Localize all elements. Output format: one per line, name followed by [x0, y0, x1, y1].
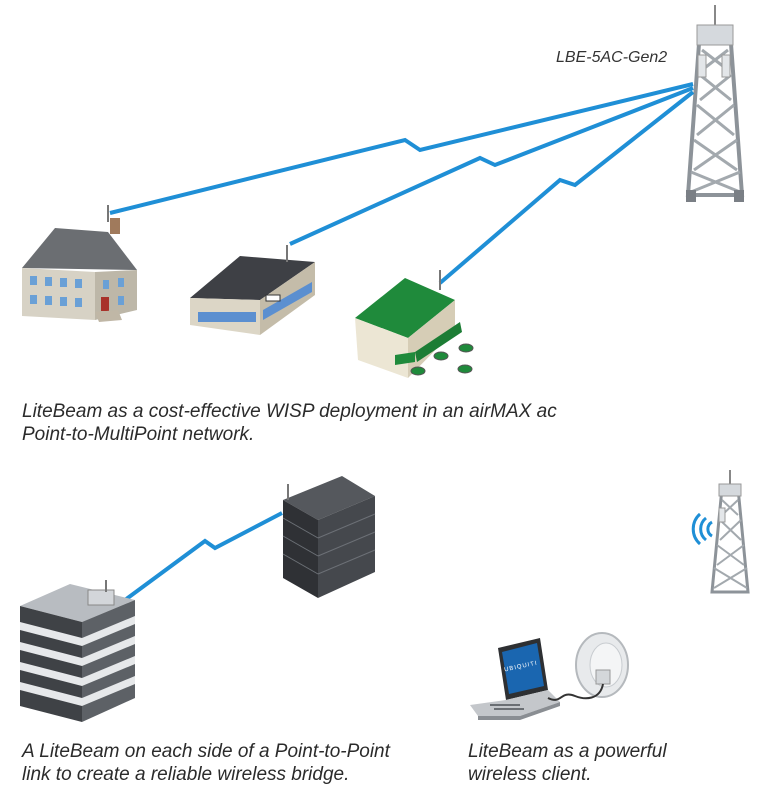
- striped-office-building: [20, 580, 135, 722]
- tower-icon: [685, 5, 745, 202]
- wireless-link-house: [109, 82, 694, 215]
- caption-ptmp-line-1: LiteBeam as a cost-effective WISP deploy…: [22, 401, 557, 422]
- caption-client-line-1: LiteBeam as a powerful: [468, 741, 667, 762]
- tower-device-label: LBE-5AC-Gen2: [556, 49, 668, 66]
- caption-ptp: A LiteBeam on each side of a Point-to-Po…: [22, 740, 390, 786]
- office-building: [190, 245, 315, 335]
- laptop-icon: [470, 638, 560, 720]
- cafe-building: [355, 270, 474, 378]
- ptp-wireless-link: [123, 511, 283, 602]
- caption-ptp-line-2: link to create a reliable wireless bridg…: [22, 764, 350, 785]
- wireless-link-office: [289, 86, 694, 246]
- caption-ptmp-line-2: Point-to-MultiPoint network.: [22, 424, 255, 445]
- signal-waves-icon: [691, 512, 713, 546]
- caption-client-line-2: wireless client.: [468, 764, 592, 785]
- caption-ptmp: LiteBeam as a cost-effective WISP deploy…: [22, 400, 557, 446]
- house-building: [22, 205, 137, 322]
- litebeam-dish-icon: [547, 632, 629, 701]
- caption-ptp-line-1: A LiteBeam on each side of a Point-to-Po…: [22, 741, 390, 762]
- small-tower-icon: [710, 470, 750, 594]
- dark-highrise-building: [282, 476, 376, 598]
- caption-client: LiteBeam as a powerful wireless client.: [468, 740, 667, 786]
- wireless-link-cafe: [438, 90, 695, 285]
